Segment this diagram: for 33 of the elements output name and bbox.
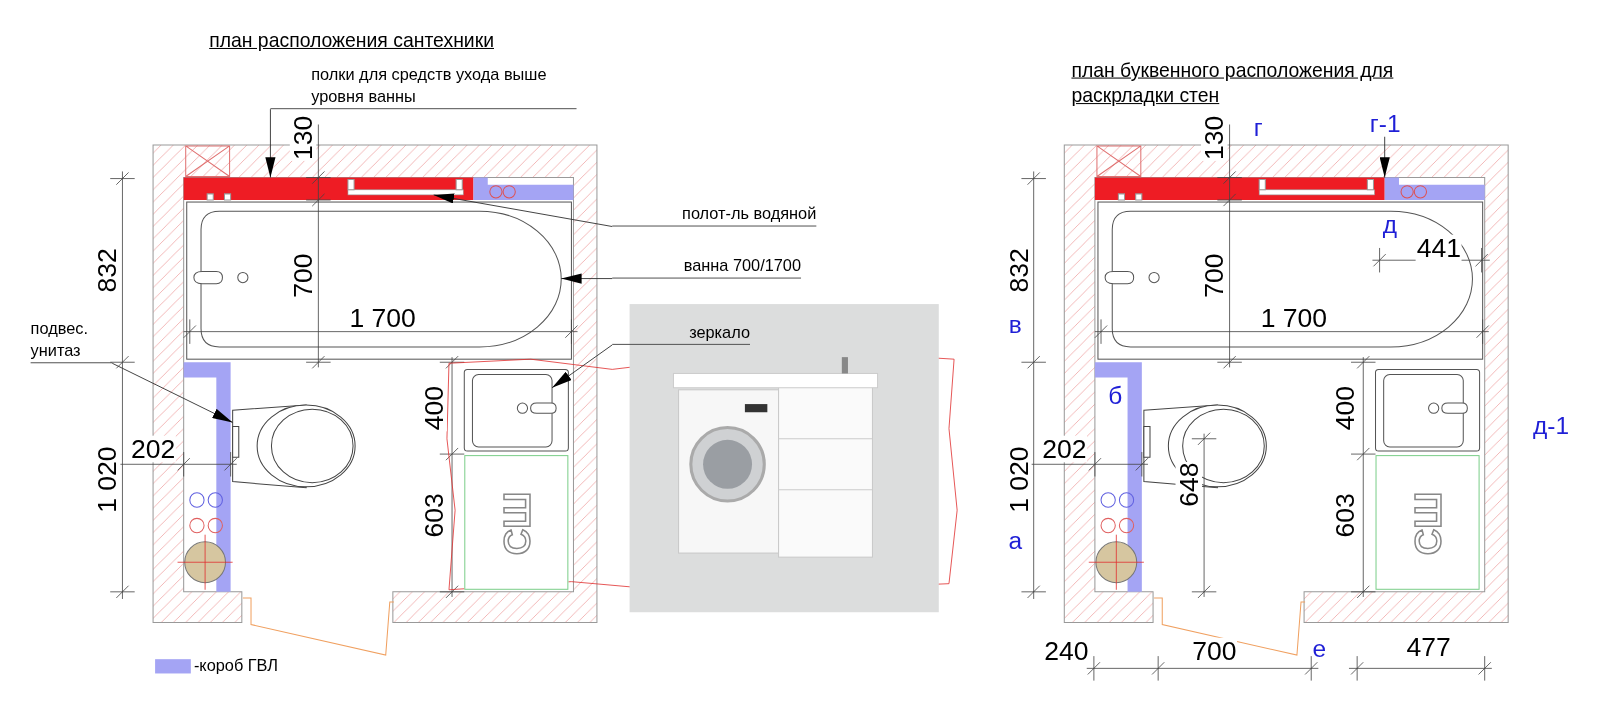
wall-letter: б bbox=[1108, 382, 1123, 410]
dimension-value: 648 bbox=[1175, 461, 1203, 508]
bathtub bbox=[1111, 210, 1473, 348]
legend-text: -короб ГВЛ bbox=[193, 656, 279, 677]
wall-letter: а bbox=[1008, 527, 1023, 555]
towel-rail bbox=[347, 189, 464, 196]
callout-text: полки для средств ухода выше уровня ванны bbox=[270, 63, 577, 110]
wall-letter: г-1 bbox=[1362, 110, 1409, 137]
callout-text: полот-ль водяной bbox=[612, 203, 817, 227]
dimension-value: 441 bbox=[1415, 234, 1462, 262]
appliance-code: СШ bbox=[497, 491, 537, 556]
callout-text: подвес. унитаз bbox=[30, 317, 113, 364]
wall-letter: в bbox=[1008, 311, 1022, 338]
wall-letter: д bbox=[1382, 211, 1397, 238]
callout-text: ванна 700/1700 bbox=[612, 255, 801, 279]
bathtub bbox=[200, 210, 562, 348]
plan-title: план буквенного расположения для раскрладки стен bbox=[1071, 58, 1395, 109]
dimension-value: 130 bbox=[289, 114, 317, 161]
wall-letter: е bbox=[1312, 635, 1327, 663]
dimension-value: 202 bbox=[129, 435, 177, 463]
appliance-code: СШ bbox=[1409, 491, 1448, 556]
washing-machine-box bbox=[464, 455, 569, 590]
wall-letter: г bbox=[1253, 114, 1263, 141]
toilet-drawing bbox=[232, 404, 356, 489]
plan-title: план расположения сантехники bbox=[209, 28, 495, 53]
callout-text: зеркало bbox=[612, 321, 750, 345]
sink-basin bbox=[1383, 374, 1464, 448]
washing-machine-box bbox=[1375, 455, 1480, 590]
wall-letter: д-1 bbox=[1533, 412, 1570, 439]
sink-basin bbox=[471, 374, 553, 448]
dimension-value: 130 bbox=[1201, 114, 1228, 161]
dimension-value: 202 bbox=[1041, 435, 1088, 463]
towel-rail bbox=[1258, 189, 1375, 196]
